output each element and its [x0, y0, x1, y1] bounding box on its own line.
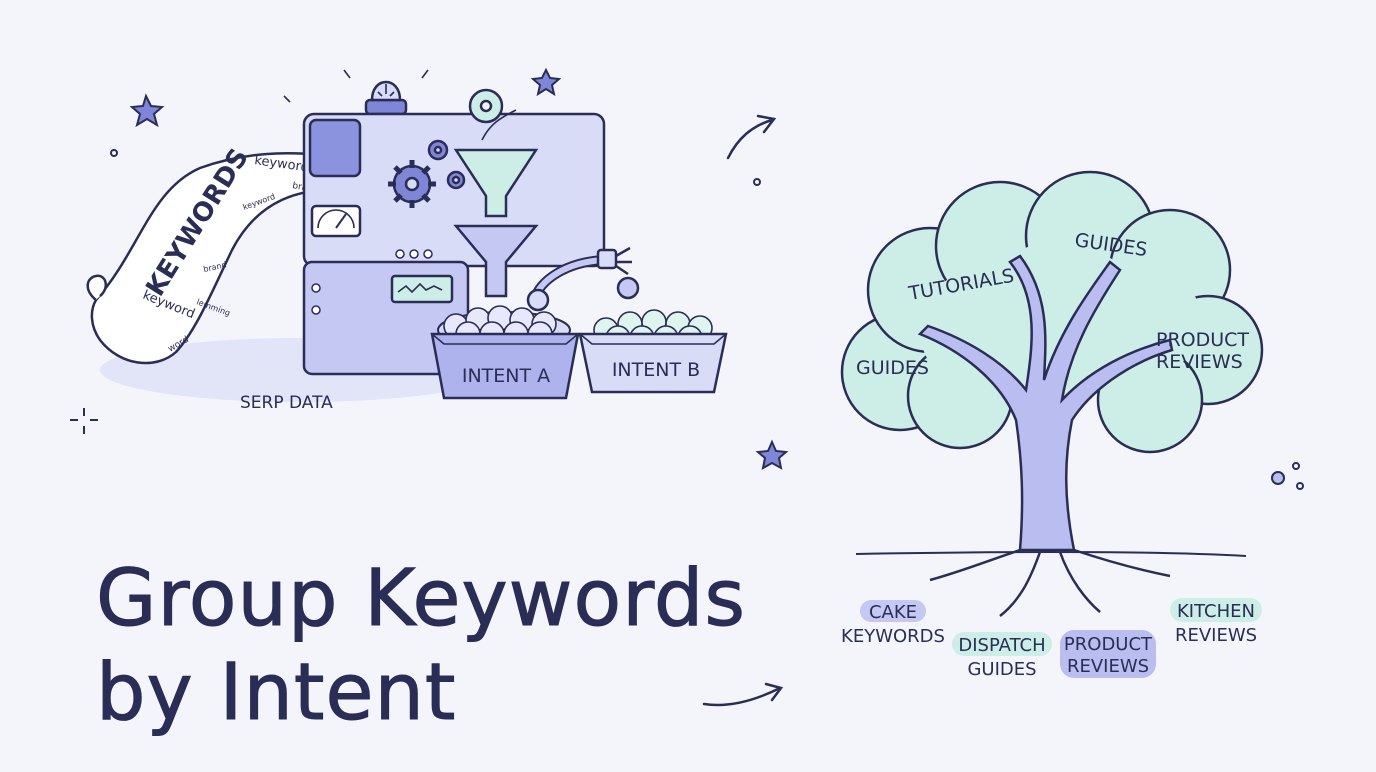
gear-icon	[388, 160, 436, 208]
root-label-dispatch: DISPATCH	[958, 635, 1045, 656]
bin-intent-a: INTENT A	[430, 305, 580, 400]
bin-label-intent-b: INTENT B	[612, 359, 700, 381]
sorting-machine	[283, 69, 640, 376]
bin-label-intent-a: INTENT A	[462, 365, 550, 387]
ground-line	[855, 551, 1247, 557]
root-label-reviews: REVIEWS	[1067, 656, 1149, 677]
root-label-guides: GUIDES	[967, 659, 1036, 680]
title-line-1: Group Keywords	[96, 554, 747, 645]
intent-tree: GUIDES TUTORIALS GUIDES PRODUCT REVIEWS …	[840, 170, 1264, 680]
star-icon	[530, 67, 562, 97]
gear-icon	[446, 170, 466, 190]
bin-intent-b: INTENT B	[578, 309, 728, 394]
gear-icon	[427, 139, 449, 161]
serp-data-label: SERP DATA	[240, 393, 333, 413]
root-label-cake: CAKE	[869, 602, 917, 623]
root-label-kitchen-reviews: REVIEWS	[1175, 625, 1257, 646]
star-icon	[129, 93, 165, 128]
tree-canopy	[840, 170, 1264, 454]
root-label-kitchen: KITCHEN	[1177, 601, 1255, 622]
curved-arrow-icon	[726, 118, 774, 160]
tree-trunk	[917, 254, 1174, 617]
curved-arrow-icon	[702, 686, 782, 707]
root-label-keywords: KEYWORDS	[841, 626, 945, 647]
gear-icon	[468, 88, 504, 124]
root-label-product: PRODUCT	[1064, 634, 1153, 655]
canopy-label-reviews: REVIEWS	[1156, 351, 1243, 373]
star-icon	[755, 439, 789, 470]
title-line-2: by Intent	[96, 648, 457, 739]
canopy-label-product: PRODUCT	[1156, 329, 1249, 351]
canopy-label-guides-left: GUIDES	[856, 357, 929, 379]
page-title: Group Keywords by Intent	[96, 552, 756, 740]
sparkle-decorations	[70, 67, 1304, 490]
